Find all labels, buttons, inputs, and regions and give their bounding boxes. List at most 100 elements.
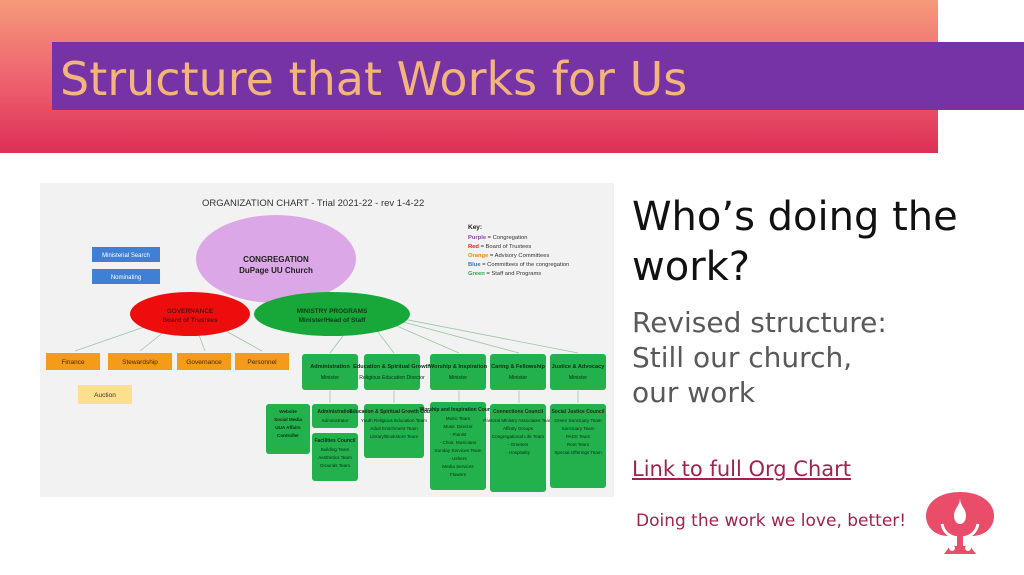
key-desc: = Advisory Committees: [488, 253, 549, 259]
sub-box-item: Congregational Life Team: [492, 434, 544, 439]
sub-box-item: Media Services: [442, 464, 474, 469]
key-desc: = Committees of the congregation: [481, 262, 570, 268]
sub-box: [430, 402, 486, 490]
sub-box-item: Music Team: [446, 416, 471, 421]
auction-box: [78, 385, 132, 404]
program-name: Worship & Inspiration: [429, 364, 488, 370]
key-color-label: Green: [468, 271, 485, 277]
sub-box-item: Flowers: [450, 472, 467, 477]
program-name: Caring & Fellowship: [491, 364, 545, 370]
ministry-sub: Minister/Head of Staff: [299, 317, 367, 324]
sub-box-title: Worship and Inspiration Council: [420, 407, 497, 413]
key-item: Blue = Committees of the congregation: [468, 262, 569, 268]
key-color-label: Blue: [468, 262, 481, 268]
sub-box-item: Library/Bookstore Team: [370, 434, 419, 439]
org-chart-title: ORGANIZATION CHART - Trial 2021-22 - rev…: [202, 198, 424, 209]
sub-box-item: - Choir, Musicians: [440, 440, 477, 445]
program-box: [430, 354, 486, 390]
org-chart-image: ORGANIZATION CHART - Trial 2021-22 - rev…: [40, 183, 614, 497]
program-box: [302, 354, 358, 390]
advisory-label: Personnel: [247, 359, 277, 366]
sub-box-item: Music Director: [443, 424, 473, 429]
key-item: Green = Staff and Programs: [468, 271, 541, 277]
ministry-label: MINISTRY PROGRAMS: [297, 308, 368, 315]
committee-label: Nominating: [111, 275, 141, 281]
sub-box: [550, 404, 606, 488]
program-sub: Minister: [569, 375, 587, 381]
congregation-sub: DuPage UU Church: [239, 266, 313, 275]
tagline: Doing the work we love, better!: [636, 511, 907, 531]
key-desc: = Congregation: [486, 235, 527, 241]
key-color-label: Purple: [468, 235, 487, 241]
body-line: our work: [632, 376, 756, 409]
advisory-label: Governance: [186, 359, 222, 366]
sub-box-item: Pastoral Ministry Associates Team: [483, 418, 553, 423]
key-desc: = Staff and Programs: [485, 271, 542, 277]
program-box: [490, 354, 546, 390]
body-line: Still our church,: [632, 341, 853, 374]
sub-box-item: Grounds Team: [320, 463, 350, 468]
sub-box-item: Sanctuary Team: [561, 426, 594, 431]
governance-ellipse: [130, 292, 250, 336]
sub-box-title: Administration: [317, 409, 352, 415]
sub-box: [312, 433, 358, 481]
sub-box-item: Youth Religious Education Team: [361, 418, 427, 423]
key-heading: Key:: [468, 224, 482, 231]
title-bar: [52, 42, 1024, 110]
sub-box-item: Rent Team: [567, 442, 589, 447]
ministry-ellipse: [254, 292, 410, 336]
sub-box-item: - Hospitality: [506, 450, 531, 455]
key-color-label: Red: [468, 244, 479, 250]
sub-box-item: Sunday Services Team: [435, 448, 482, 453]
sub-box-item: - Pianist: [450, 432, 467, 437]
sub-box: [364, 404, 424, 458]
slide-title: Structure that Works for Us: [60, 52, 688, 106]
key-desc: = Board of Trustees: [479, 244, 531, 250]
advisory-box: [46, 353, 100, 370]
chalice-logo-icon: [926, 492, 994, 554]
program-box: [364, 354, 420, 390]
sub-box: [490, 404, 546, 492]
key-item: Purple = Congregation: [468, 235, 527, 241]
program-box: [550, 354, 606, 390]
sub-box-item: Adult Enrichment Team: [370, 426, 418, 431]
key-item: Red = Board of Trustees: [468, 244, 531, 250]
sub-box-title: Connections Council: [493, 409, 544, 415]
sub-box-item: Website: [279, 409, 297, 414]
committee-label: Ministerial Search: [102, 253, 150, 259]
auction-label: Auction: [94, 392, 116, 399]
advisory-box: [235, 353, 289, 370]
program-sub: Minister: [321, 375, 339, 381]
advisory-box: [108, 353, 172, 370]
sub-box-item: Green Sanctuary Team: [554, 418, 601, 423]
body-line: Revised structure:: [632, 306, 887, 339]
committee-ministerial-search: [92, 247, 160, 262]
sub-box-item: Controller: [277, 433, 299, 438]
body-text: Revised structure: Still our church, our…: [632, 305, 1012, 410]
key-item: Orange = Advisory Committees: [468, 253, 549, 259]
sub-box-title: Social Justice Council: [551, 409, 605, 415]
sub-box-item: Building Team: [321, 447, 350, 452]
sub-box-title: Education & Spiritual Growth Council: [349, 409, 439, 415]
sub-box-item: Administrator: [321, 418, 349, 423]
program-sub: Minister: [449, 375, 467, 381]
program-name: Administration: [310, 364, 350, 370]
sub-box: [266, 404, 310, 454]
sub-box-item: - Ushers: [449, 456, 467, 461]
sub-box-title: Facilities Council: [314, 438, 356, 444]
org-chart-link[interactable]: Link to full Org Chart: [632, 457, 851, 481]
committee-nominating: [92, 269, 160, 284]
advisory-label: Stewardship: [122, 359, 158, 366]
sub-box-item: Affinity Groups: [503, 426, 534, 431]
advisory-label: Finance: [61, 359, 85, 366]
sub-box-item: Aesthetics Team: [318, 455, 352, 460]
sub-box-item: Special Offerings Team: [554, 450, 601, 455]
program-sub: Minister: [509, 375, 527, 381]
congregation-label: CONGREGATION: [243, 255, 309, 264]
sub-box-item: PADS Team: [566, 434, 591, 439]
sub-box: [312, 404, 358, 428]
congregation-ellipse: [196, 215, 356, 303]
sub-box-item: UUA Affairs: [275, 425, 301, 430]
advisory-box: [177, 353, 231, 370]
